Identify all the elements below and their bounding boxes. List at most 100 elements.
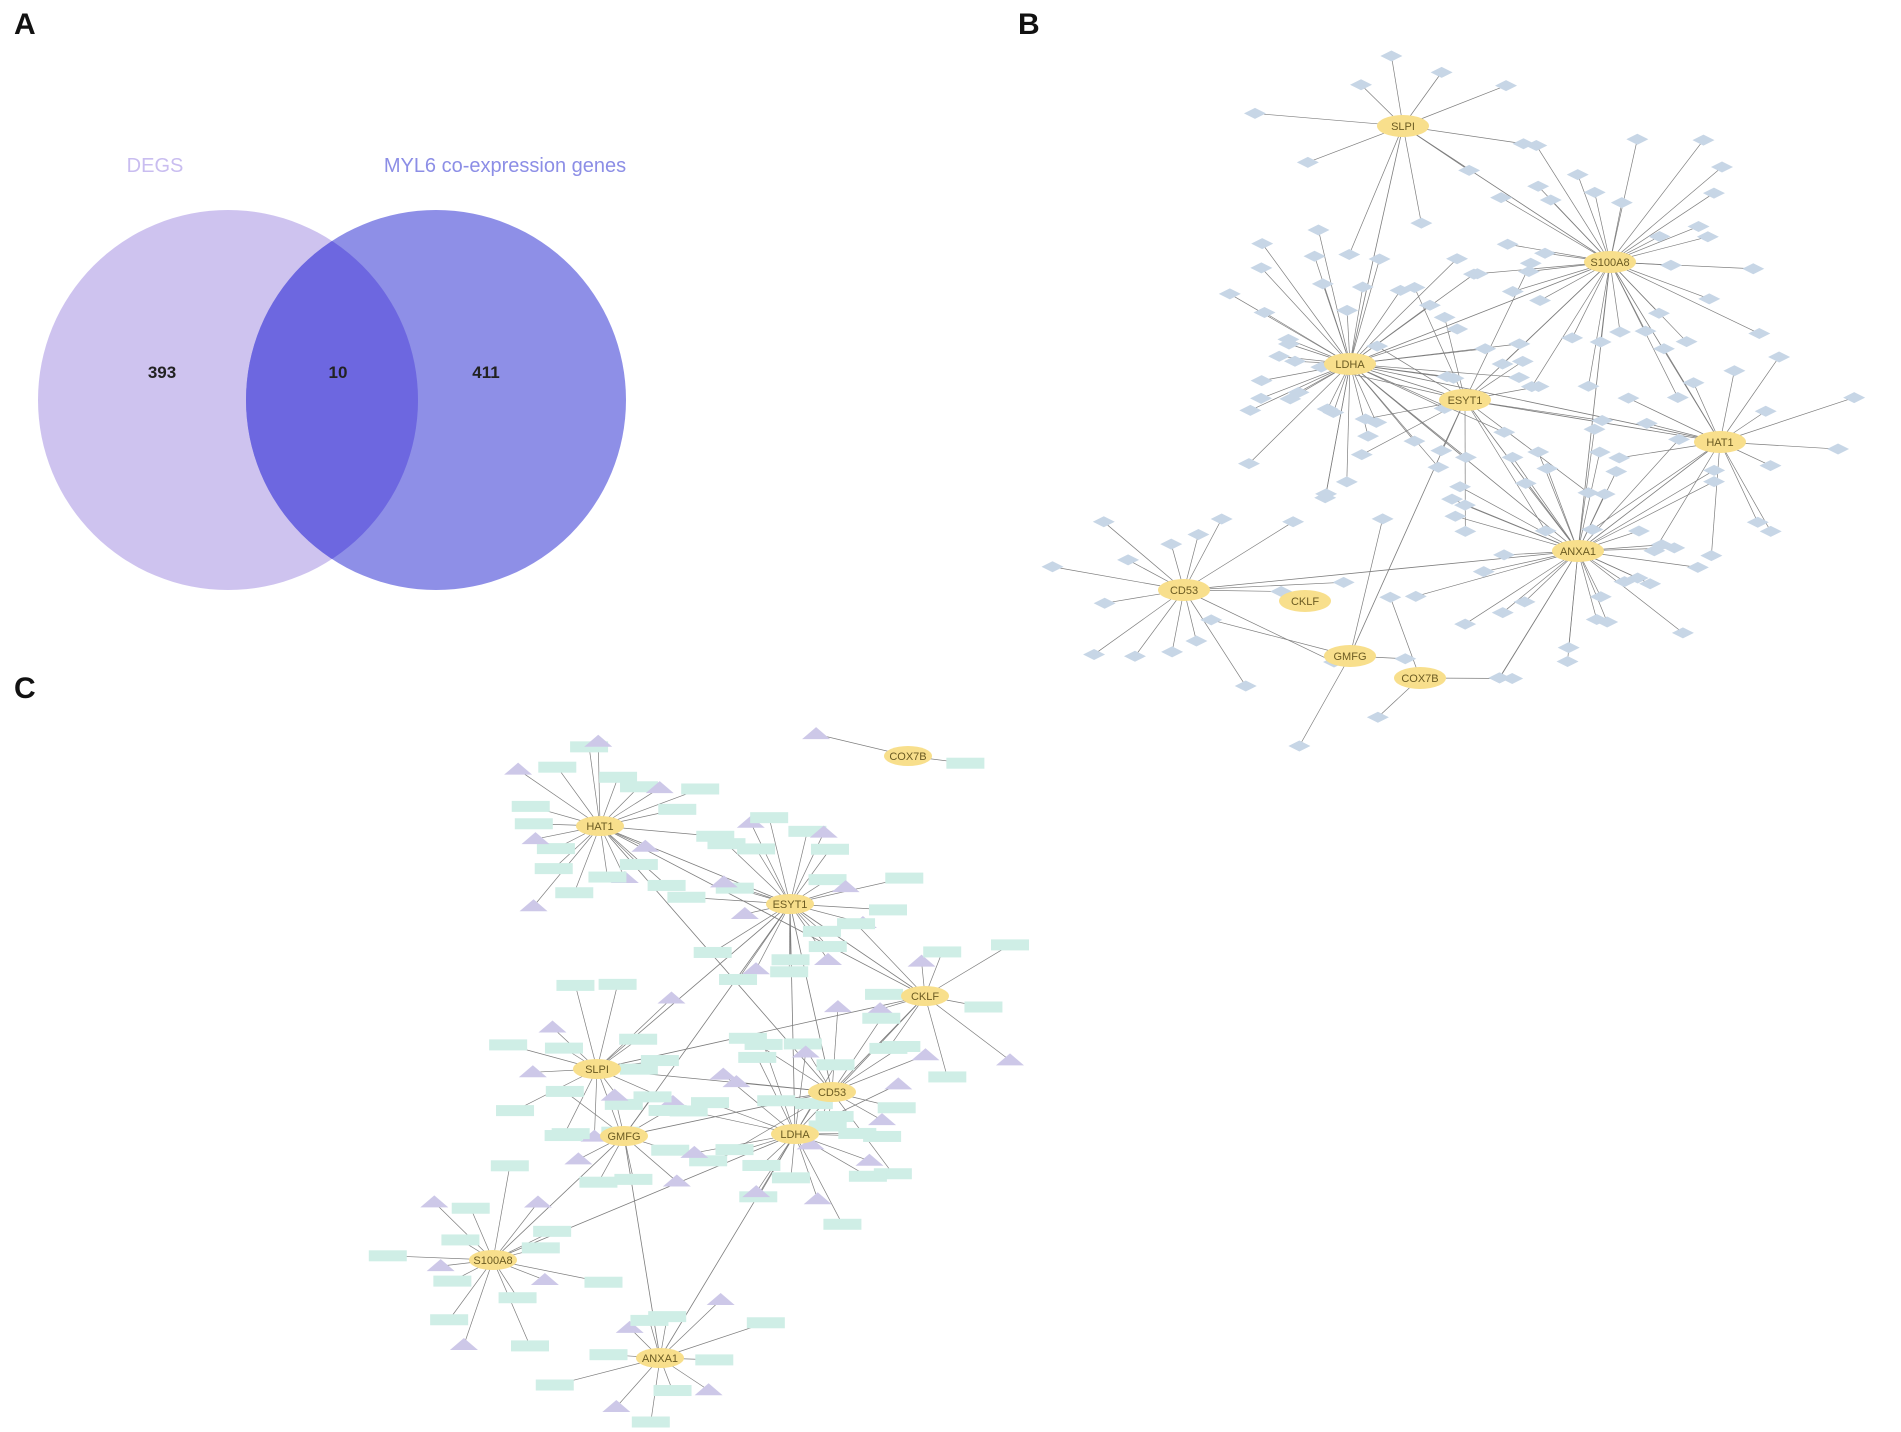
tf-node: [584, 734, 613, 747]
tf-node: [615, 1320, 644, 1333]
mirna-node: [647, 879, 686, 891]
tf-node: [868, 1113, 897, 1126]
venn-title-degs: DEGS: [127, 155, 184, 177]
gene-node: [1519, 257, 1542, 269]
hub-link: [492, 1135, 625, 1261]
tf-node: [831, 880, 860, 893]
gene-node: [1491, 358, 1514, 370]
edge: [1609, 139, 1704, 263]
gene-node: [1410, 217, 1433, 229]
gene-node: [1093, 597, 1116, 609]
gene-node: [1617, 392, 1640, 404]
hub-node: ESYT1: [1439, 389, 1491, 411]
mirna-node: [695, 1354, 734, 1366]
hub-ellipse: [1694, 431, 1746, 453]
mirna-node: [669, 1105, 708, 1117]
gene-node: [1493, 549, 1516, 561]
edge: [1577, 550, 1684, 634]
tf-node: [426, 1259, 455, 1272]
hub-link: [1577, 441, 1721, 552]
edge: [1609, 261, 1760, 334]
gene-node: [1449, 481, 1472, 493]
mirna-node: [882, 1041, 921, 1053]
tf-node: [519, 899, 548, 912]
edge: [1349, 363, 1520, 378]
edge: [831, 1007, 839, 1093]
mirna-node: [620, 781, 659, 793]
edge: [1389, 597, 1421, 679]
tf-node: [449, 1338, 478, 1351]
mirna-node: [433, 1275, 472, 1287]
edge: [789, 831, 808, 905]
mirna-node: [658, 803, 697, 815]
mirna-node: [719, 973, 758, 985]
hub-label: GMFG: [1334, 651, 1367, 663]
hub-label: ESYT1: [773, 899, 808, 911]
hub-ellipse: [1377, 115, 1429, 137]
edge: [1594, 192, 1611, 263]
mirna-node: [535, 1379, 574, 1391]
tf-node: [706, 1292, 735, 1305]
gene-node: [1123, 650, 1146, 662]
edge: [1346, 363, 1351, 482]
mirna-node: [544, 1042, 583, 1054]
hub-node: HAT1: [576, 816, 624, 836]
hub-node: LDHA: [1324, 353, 1376, 375]
edge: [794, 1052, 807, 1135]
gene-node: [1311, 278, 1334, 290]
gene-node: [1608, 452, 1631, 464]
gene-node: [1659, 259, 1682, 271]
edge: [1402, 125, 1422, 224]
hub-label: ESYT1: [1448, 395, 1483, 407]
gene-node: [1652, 343, 1675, 355]
gene-node: [1083, 648, 1106, 660]
edge: [563, 1068, 598, 1136]
hub-ellipse: [771, 1124, 819, 1144]
edge: [1500, 197, 1611, 263]
gene-node: [1605, 465, 1628, 477]
edge: [1415, 550, 1579, 597]
tf-node: [518, 1065, 547, 1078]
gene-node: [1335, 476, 1358, 488]
edge: [1464, 399, 1589, 494]
hub-label: ANXA1: [642, 1353, 678, 1365]
hub-ellipse: [884, 746, 932, 766]
tf-node: [809, 825, 838, 838]
edge: [1577, 550, 1598, 620]
gene-node: [1666, 392, 1689, 404]
mirna-node: [514, 818, 553, 830]
hub-label: LDHA: [1335, 359, 1365, 371]
edge: [492, 1165, 511, 1261]
hub-node: CD53: [808, 1082, 856, 1102]
mirna-node: [614, 1173, 653, 1185]
edge: [1349, 363, 1439, 468]
gene-node: [1639, 578, 1662, 590]
gene-node: [1556, 655, 1579, 667]
gene-node: [1585, 614, 1608, 626]
mirna-node: [696, 830, 735, 842]
mirna-node: [498, 1292, 537, 1304]
edge: [434, 1202, 494, 1261]
tf-node: [742, 1185, 771, 1198]
edge: [924, 995, 948, 1078]
mirna-node: [964, 1001, 1003, 1013]
edge: [599, 825, 667, 886]
gene-node: [1511, 355, 1534, 367]
node-layer: SLPIS100A8LDHAESYT1HAT1ANXA1CD53CKLFGMFG…: [1041, 50, 1866, 752]
edge: [463, 1259, 494, 1346]
tf-node: [814, 952, 843, 965]
hub-ellipse: [766, 894, 814, 914]
gene-node: [1490, 192, 1513, 204]
gene-node: [1746, 516, 1769, 528]
edge: [1444, 317, 1466, 401]
edge: [1609, 261, 1621, 333]
tf-node: [564, 1152, 593, 1165]
mirna-node: [865, 988, 904, 1000]
tf-node: [658, 1094, 687, 1107]
gene-node: [1508, 338, 1531, 350]
hub-label: CKLF: [1291, 596, 1319, 608]
gene-node: [1700, 550, 1723, 562]
gene-node: [1501, 451, 1524, 463]
